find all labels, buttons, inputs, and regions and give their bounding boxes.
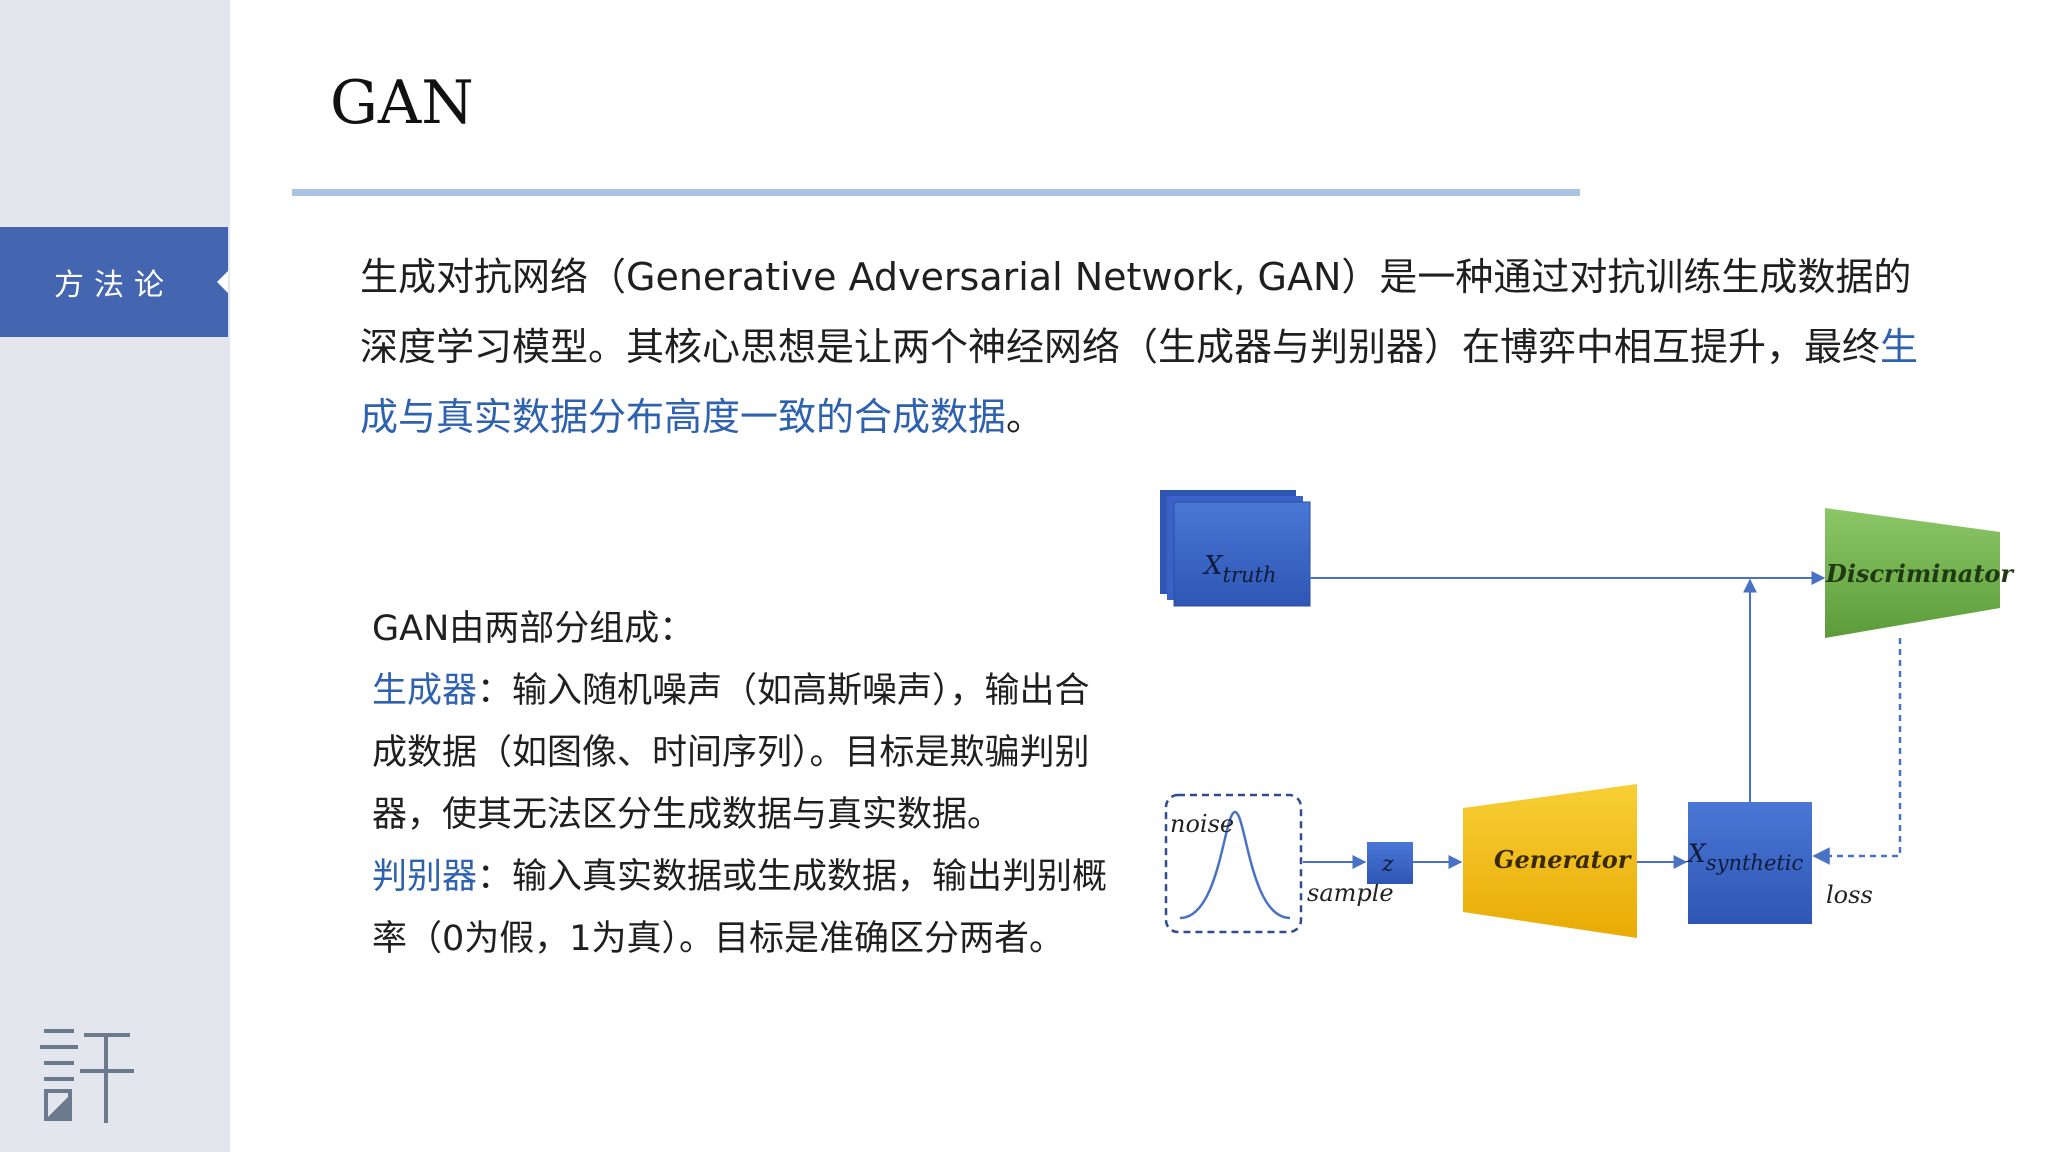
components-list: GAN由两部分组成： 生成器：输入随机噪声（如高斯噪声），输出合成数据（如图像、… [372, 598, 1112, 970]
generator-label: Generator [1494, 845, 1633, 874]
x-truth-label: Xtruth [1202, 551, 1276, 587]
z-box [1367, 842, 1413, 884]
title-divider [292, 189, 1580, 196]
section-tab-methodology[interactable]: 方法论 [0, 227, 228, 337]
noise-block: noise [1164, 793, 1303, 934]
noise-box [1164, 793, 1303, 934]
gaussian-curve-icon [1179, 810, 1291, 920]
components-heading: GAN由两部分组成： [372, 609, 695, 649]
x-synthetic-box [1688, 802, 1812, 924]
loss-label: loss [1826, 881, 1873, 909]
generator-term: 生成器 [372, 671, 478, 711]
loss-feedback-arrow [1812, 638, 1902, 865]
intro-paragraph: 生成对抗网络（Generative Adversarial Network, G… [360, 242, 1920, 452]
generator-block: Generator [1463, 784, 1637, 938]
generator-shape [1463, 784, 1637, 938]
discriminator-desc: ：输入真实数据或生成数据，输出判别概率（0为假，1为真）。目标是准确区分两者。 [372, 857, 1108, 959]
section-tab-label: 方法论 [54, 268, 174, 303]
intro-text: 生成对抗网络（Generative Adversarial Network, G… [360, 255, 1912, 369]
generator-item: 生成器：输入随机噪声（如高斯噪声），输出合成数据（如图像、时间序列）。目标是欺骗… [372, 660, 1112, 846]
x-synthetic-label: Xsynthetic [1686, 839, 1804, 875]
xu-logo-icon [40, 1029, 134, 1123]
discriminator-item: 判别器：输入真实数据或生成数据，输出判别概率（0为假，1为真）。目标是准确区分两… [372, 846, 1112, 970]
z-label: z [1381, 852, 1394, 877]
sidebar: 方法论 [0, 0, 230, 1152]
section-tab-notch [217, 271, 228, 293]
gan-diagram: Xtruth Discriminator noise sample z Gene… [1160, 490, 2015, 938]
discriminator-label: Discriminator [1825, 559, 2015, 588]
x-synthetic-block: Xsynthetic [1686, 802, 1812, 924]
intro-highlight: 生成与真实数据分布高度一致的合成数据 [360, 325, 1919, 439]
noise-label: noise [1170, 810, 1234, 838]
x-truth-box [1173, 501, 1311, 607]
discriminator-block: Discriminator [1825, 508, 2015, 638]
intro-end: 。 [1006, 395, 1045, 439]
discriminator-term: 判别器 [372, 857, 478, 897]
x-truth-stack: Xtruth [1160, 490, 1311, 607]
generator-desc: ：输入随机噪声（如高斯噪声），输出合成数据（如图像、时间序列）。目标是欺骗判别器… [372, 671, 1090, 835]
discriminator-shape [1825, 508, 2000, 638]
slide-title: GAN [330, 68, 474, 138]
